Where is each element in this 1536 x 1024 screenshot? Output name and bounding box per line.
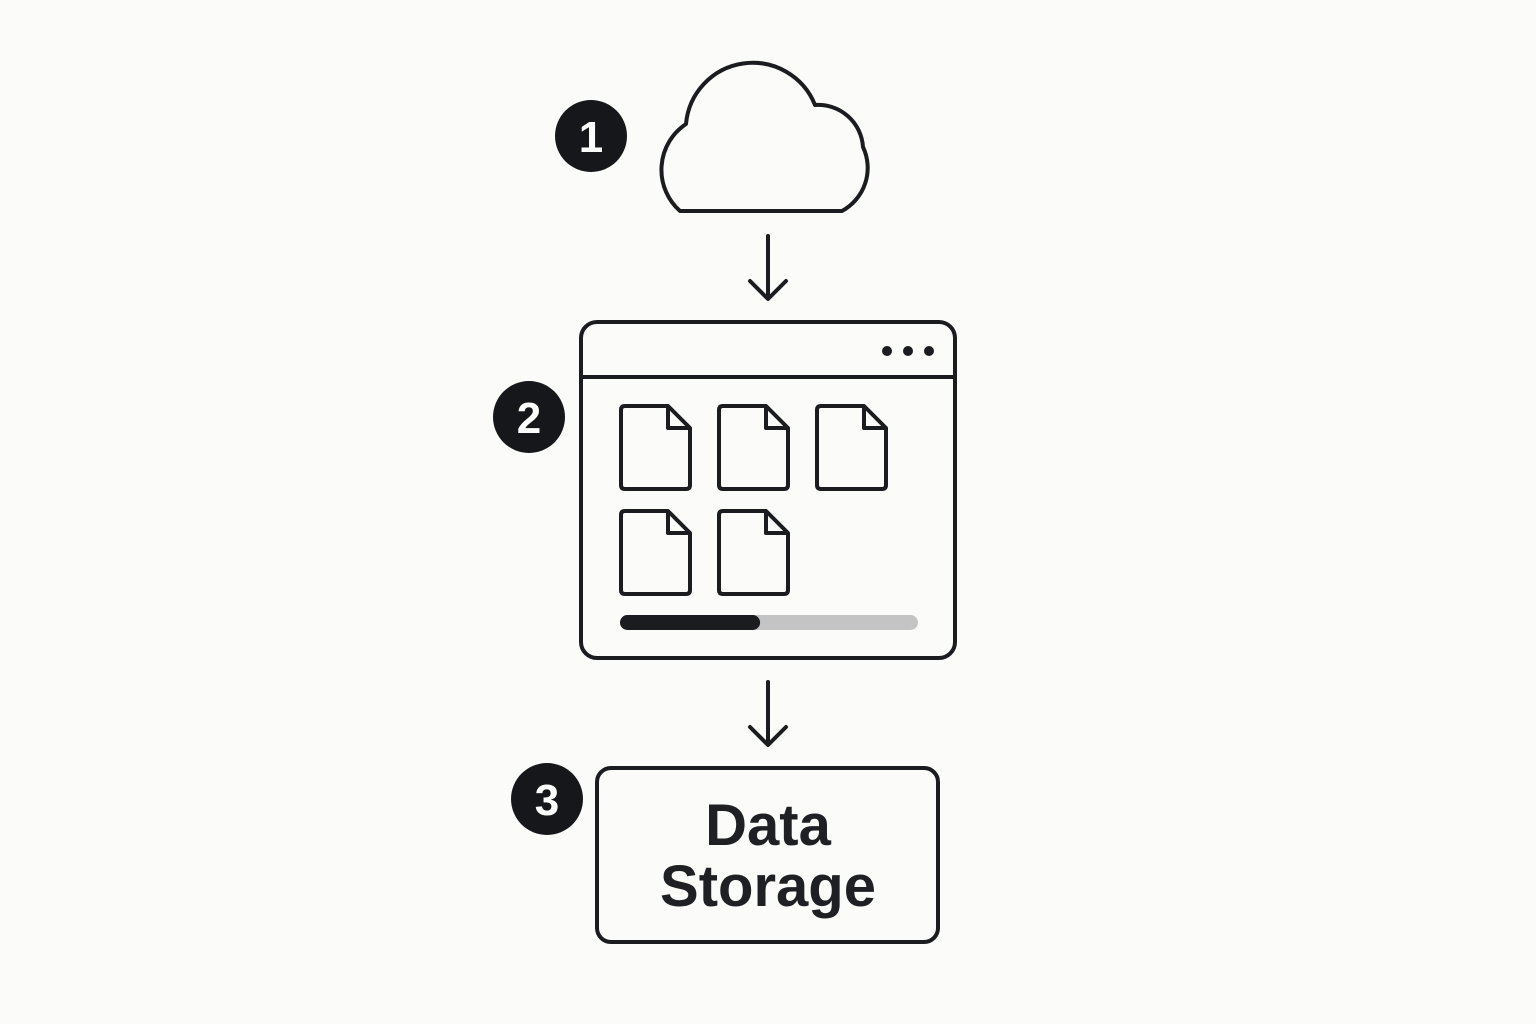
step-2-badge: 2 xyxy=(493,381,565,453)
step-2-number: 2 xyxy=(517,394,541,443)
step-3-number: 3 xyxy=(535,776,559,825)
arrow-cloud-to-window xyxy=(748,234,788,301)
step-3-badge: 3 xyxy=(511,763,583,835)
progress-bar xyxy=(620,615,918,630)
file-grid xyxy=(619,404,888,596)
step-2: 2 xyxy=(493,320,957,660)
document-icon[interactable] xyxy=(619,509,692,596)
document-icon[interactable] xyxy=(717,509,790,596)
document-icon[interactable] xyxy=(619,404,692,491)
storage-box: Data Storage xyxy=(595,766,940,944)
step-3: 3 Data Storage xyxy=(511,763,940,944)
step-1: 1 xyxy=(555,60,870,213)
progress-fill xyxy=(620,615,761,630)
storage-label-line1: Data xyxy=(705,793,831,858)
more-horizontal-icon[interactable] xyxy=(882,346,934,356)
arrow-window-to-storage xyxy=(748,680,788,747)
cloud-icon xyxy=(659,60,870,213)
browser-window xyxy=(579,320,957,660)
document-icon[interactable] xyxy=(717,404,790,491)
document-icon[interactable] xyxy=(815,404,888,491)
step-1-badge: 1 xyxy=(555,100,627,172)
window-frame xyxy=(579,320,957,660)
step-1-number: 1 xyxy=(579,113,603,162)
storage-label-line2: Storage xyxy=(660,854,876,919)
